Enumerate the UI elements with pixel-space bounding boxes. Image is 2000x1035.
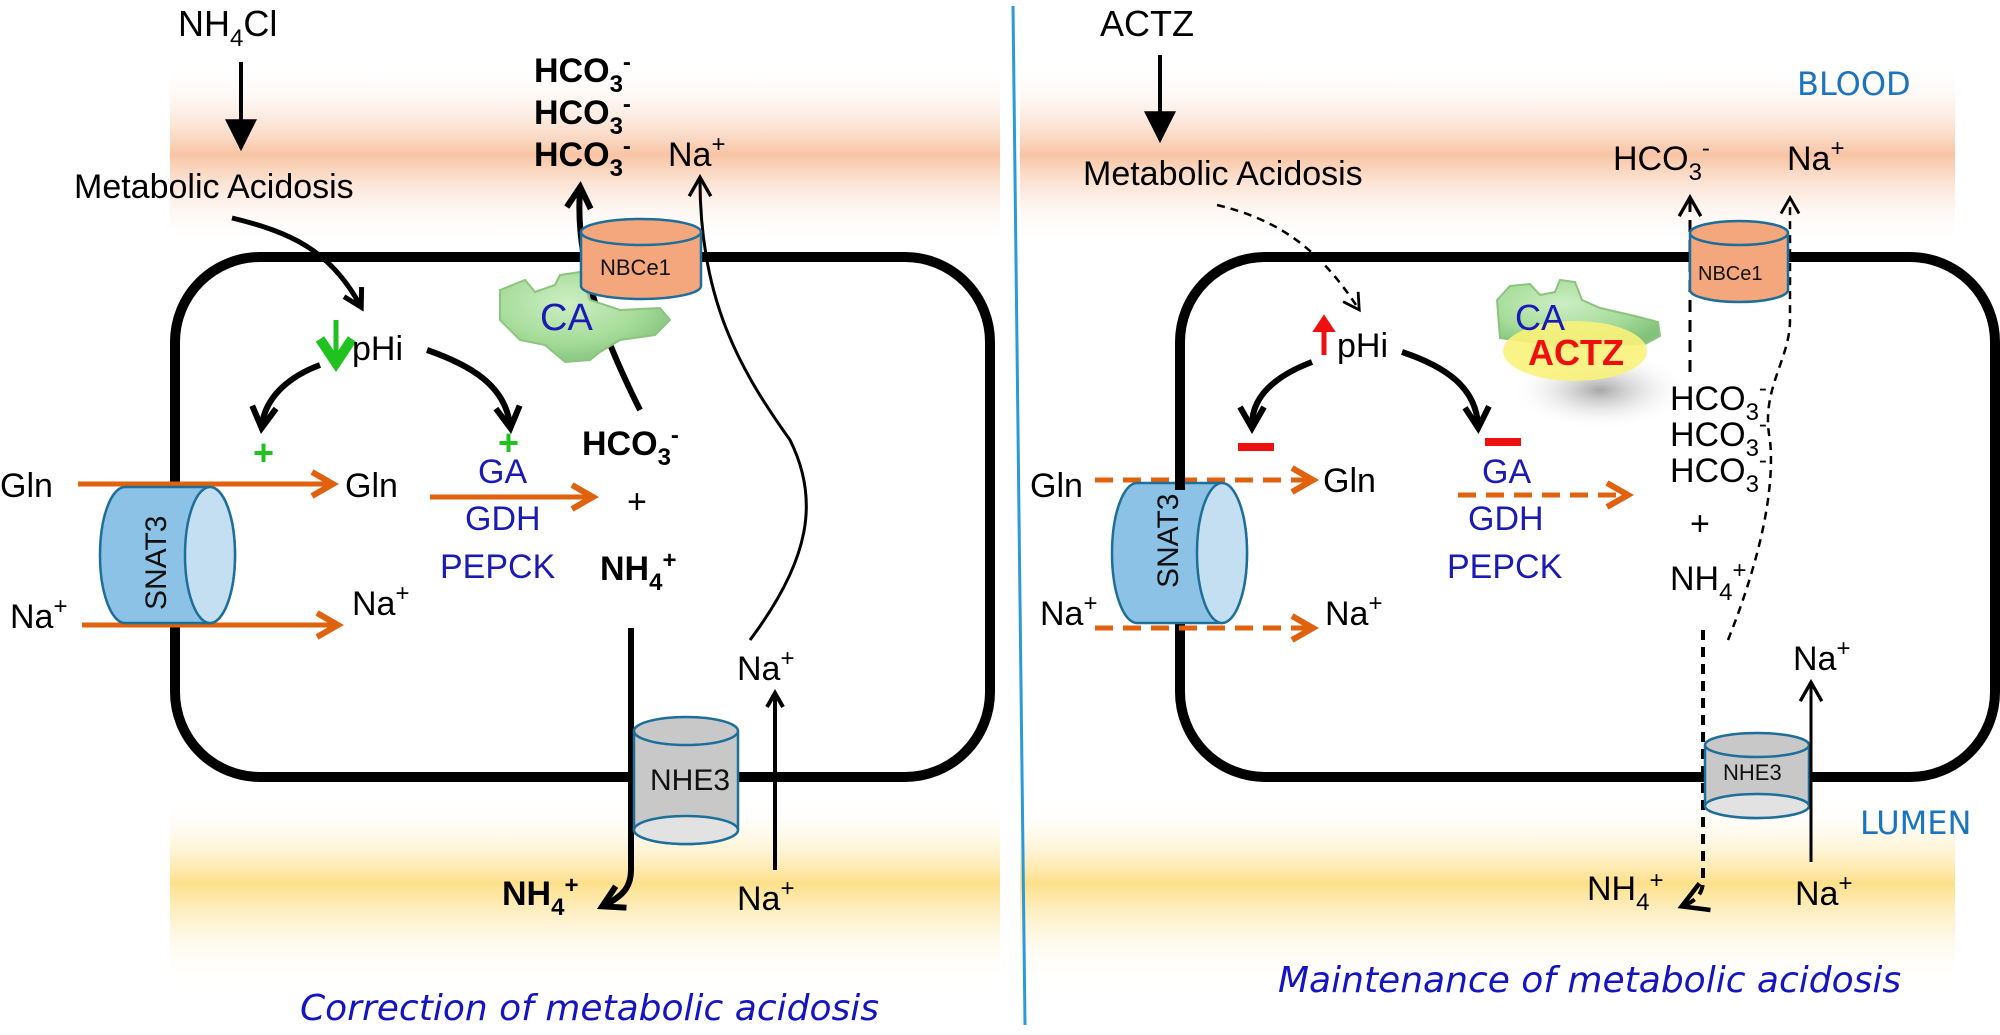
left-enzyme-pepck: PEPCK <box>440 548 556 586</box>
right-nh4-cell: NH4+ <box>1670 557 1746 606</box>
right-enzyme-ga: GA <box>1482 453 1531 491</box>
right-na-in: Na+ <box>1325 590 1382 633</box>
left-na-in: Na+ <box>352 580 409 623</box>
left-nhe3-transporter: NHE3 <box>632 715 740 846</box>
right-panel: ACTZ Metabolic Acidosis pHi SNAT3 Gln Gl… <box>1030 3 2000 1001</box>
left-hco3-blood-1: HCO3- <box>534 49 631 98</box>
left-enzyme-ga: GA <box>478 453 527 491</box>
left-acidosis-to-phi-arrow <box>231 215 365 312</box>
right-nh4-exit-arrow <box>1677 630 1711 913</box>
left-trigger-label: NH4Cl <box>178 3 277 52</box>
right-enzyme-pepck: PEPCK <box>1447 548 1563 586</box>
right-enzyme-gdh: GDH <box>1468 500 1544 538</box>
blood-band-left <box>170 65 1000 245</box>
left-phi-to-enzymes-arrow <box>426 347 523 434</box>
right-gln-in: Gln <box>1323 462 1376 500</box>
left-phi-label: pHi <box>352 330 403 368</box>
left-gln-in: Gln <box>345 467 398 505</box>
left-snat3-transporter: SNAT3 <box>98 485 237 625</box>
left-condition-label: Metabolic Acidosis <box>74 168 354 206</box>
right-nh4-lumen: NH4+ <box>1587 867 1663 916</box>
lumen-label: LUMEN <box>1860 804 1971 842</box>
left-nbce1-transporter: NBCe1 <box>579 217 703 301</box>
left-hco3-cell: HCO3- <box>582 422 679 471</box>
right-nhe3-transporter: NHE3 <box>1703 731 1811 820</box>
lumen-band-right <box>1020 800 1955 985</box>
right-hco3-cell-1: HCO3- <box>1670 375 1767 426</box>
left-na-lumen: Na+ <box>737 875 794 918</box>
right-gln-out: Gln <box>1030 467 1083 505</box>
right-nbce1-transporter: NBCe1 <box>1688 219 1790 304</box>
right-na-blood: Na+ <box>1787 135 1844 178</box>
left-enzyme-gdh: GDH <box>465 500 541 538</box>
left-plus: + <box>627 483 647 521</box>
right-trigger-label: ACTZ <box>1100 3 1194 44</box>
right-actz-glow <box>1503 321 1647 381</box>
left-snat3-label: SNAT3 <box>140 516 173 610</box>
left-hco3-blood-3: HCO3- <box>534 133 631 182</box>
right-nhe3-label: NHE3 <box>1723 760 1782 785</box>
right-phi-to-enzymes-arrow <box>1401 349 1492 435</box>
right-phi-up-arrowhead-icon <box>1312 314 1336 332</box>
left-nhe3-label: NHE3 <box>650 764 730 797</box>
blood-label: BLOOD <box>1797 65 1911 103</box>
left-na-out: Na+ <box>10 593 67 636</box>
right-ca-label: CA <box>1515 297 1565 338</box>
right-na-out: Na+ <box>1040 590 1097 633</box>
right-condition-label: Metabolic Acidosis <box>1083 155 1363 193</box>
left-snat3-stimulation: + <box>253 432 274 473</box>
right-na-blood-path <box>1726 194 1801 641</box>
right-nbce1-label: NBCe1 <box>1698 263 1762 285</box>
left-nh4-cell: NH4+ <box>600 547 676 596</box>
left-ca-label: CA <box>540 297 593 339</box>
left-nbce1-label: NBCe1 <box>600 255 671 280</box>
left-panel: NH4Cl Metabolic Acidosis pHi + + SNAT3 G… <box>0 3 995 1029</box>
right-acidosis-to-phi-arrow <box>1216 203 1361 313</box>
left-na-blood-to-cell-line <box>687 173 808 641</box>
right-snat3-transporter: SNAT3 <box>1110 481 1249 625</box>
left-nh4-lumen: NH4+ <box>502 872 578 921</box>
left-na-cell: Na+ <box>737 645 794 688</box>
right-na-lumen: Na+ <box>1795 870 1852 913</box>
left-gln-out: Gln <box>0 467 53 505</box>
left-hco3-blood-2: HCO3- <box>534 91 631 140</box>
right-enzyme-inhibition <box>1485 438 1521 446</box>
right-phi-to-snat3-arrow <box>1237 359 1314 435</box>
right-hco3-cell-3: HCO3- <box>1670 447 1767 498</box>
left-hco3-exit-arrow <box>564 180 643 412</box>
right-caption: Maintenance of metabolic acidosis <box>1278 960 1901 1001</box>
left-caption: Correction of metabolic acidosis <box>300 988 879 1029</box>
right-na-cell: Na+ <box>1793 635 1850 678</box>
left-nh4-exit-arrow <box>596 628 634 911</box>
blood-band-right <box>1020 65 1955 245</box>
left-enzyme-stimulation: + <box>498 422 519 463</box>
left-ca-enzyme-icon <box>499 270 672 364</box>
panel-divider <box>1011 5 1027 1026</box>
right-phi-label: pHi <box>1337 327 1388 365</box>
right-hco3-blood: HCO3- <box>1613 135 1710 186</box>
left-phi-to-snat3-arrow <box>249 362 322 434</box>
right-actz-inhibitor-label: ACTZ <box>1528 332 1624 373</box>
right-plus: + <box>1690 505 1710 543</box>
right-snat3-inhibition <box>1238 443 1274 451</box>
right-snat3-label: SNAT3 <box>1152 494 1185 588</box>
lumen-band-left <box>170 800 1000 985</box>
left-na-blood: Na+ <box>668 131 725 174</box>
right-hco3-cell-2: HCO3- <box>1670 411 1767 462</box>
